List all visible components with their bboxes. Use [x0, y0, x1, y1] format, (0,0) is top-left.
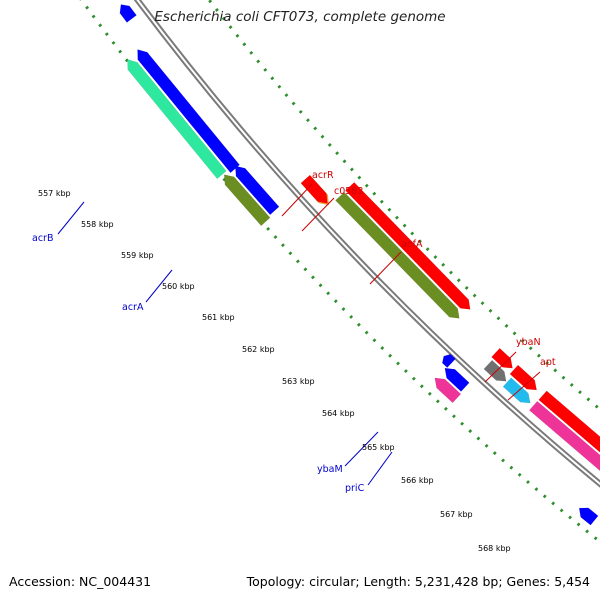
- tick-label: 563 kbp: [282, 377, 315, 386]
- gene-label-apt: apt: [540, 357, 556, 368]
- feature-red-long: [538, 390, 600, 453]
- feature-ybaN-red: [491, 347, 513, 369]
- tick-label: 560 kbp: [162, 282, 195, 291]
- leader-acrR: [281, 183, 313, 217]
- features: [119, 4, 600, 526]
- gene-label-acrB: acrB: [32, 233, 53, 244]
- feature-ybaN-grey: [483, 359, 507, 382]
- map-title: Escherichia coli CFT073, complete genome: [154, 9, 446, 25]
- leader-ybaN: [484, 351, 517, 383]
- tick-label: 565 kbp: [362, 443, 395, 452]
- backbone-inner: [136, 0, 600, 486]
- feature-ybaM-magenta: [434, 377, 462, 404]
- gene-label-ybaM: ybaM: [317, 464, 343, 475]
- accession-text: Accession: NC_004431: [9, 574, 152, 589]
- gene-label-ybaN: ybaN: [516, 337, 541, 348]
- tick-label: 564 kbp: [322, 409, 355, 418]
- feature-acrA-olive: [223, 174, 271, 227]
- feature-blue-bottom: [578, 507, 599, 526]
- leader-ybaM: [344, 431, 379, 467]
- feature-reverse-left-small: [119, 4, 137, 23]
- tick-label: 559 kbp: [121, 251, 154, 260]
- leader-acrA: [145, 269, 173, 303]
- feature-priC-blue-small: [442, 353, 456, 368]
- tick-label: 567 kbp: [440, 510, 473, 519]
- tick-label: 561 kbp: [202, 313, 235, 322]
- genome-summary: Topology: circular; Length: 5,231,428 bp…: [246, 574, 590, 589]
- tick-label: 566 kbp: [401, 476, 434, 485]
- leader-acrB: [57, 201, 85, 235]
- feature-c0583-red: [300, 174, 328, 204]
- gene-label-aefA: aefA: [401, 239, 423, 250]
- tick-labels: 557 kbp 558 kbp 559 kbp 560 kbp 561 kbp 562 k…: [38, 189, 511, 553]
- tick-label: 568 kbp: [478, 544, 511, 553]
- leader-apt: [507, 371, 541, 401]
- gene-label-acrA: acrA: [122, 302, 144, 313]
- gene-label-acrR: acrR: [312, 170, 334, 181]
- outer-ruler: [79, 0, 600, 544]
- leader-aefA: [369, 251, 402, 285]
- gene-label-c0583: c0583: [334, 186, 363, 197]
- backbone: [133, 0, 600, 488]
- feature-apt-cyan: [502, 377, 531, 404]
- tick-label: 557 kbp: [38, 189, 71, 198]
- leader-c0583: [301, 197, 335, 232]
- tick-label: 562 kbp: [242, 345, 275, 354]
- leader-priC: [367, 451, 393, 486]
- tick-label: 558 kbp: [81, 220, 114, 229]
- gene-label-priC: priC: [345, 483, 365, 494]
- feature-acrA-blue: [234, 165, 280, 216]
- feature-magenta-long: [528, 400, 600, 472]
- feature-aefA-red: [345, 181, 471, 310]
- ruler-dots: [79, 0, 600, 544]
- feature-acrB-aqua: [127, 59, 227, 180]
- feature-ybaM-blue: [444, 367, 470, 392]
- feature-acrB-blue: [137, 49, 240, 174]
